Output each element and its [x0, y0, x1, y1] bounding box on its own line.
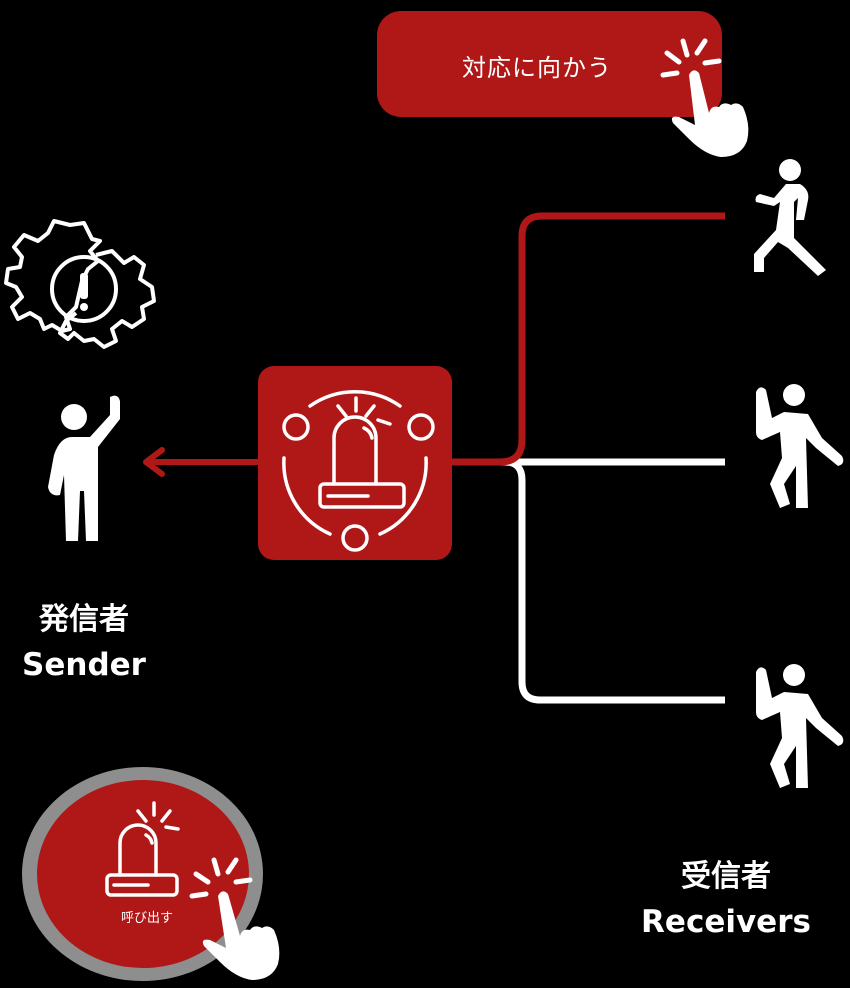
person-waving-icon	[48, 395, 120, 541]
siren-icon	[105, 801, 180, 897]
hand-tap-icon	[660, 38, 749, 157]
receivers-label-jp: 受信者	[681, 859, 771, 894]
siren-network-icon	[282, 389, 435, 552]
respond-button-label: 対応に向かう	[462, 54, 612, 82]
person-waving-icon	[756, 664, 844, 788]
sender-label-en: Sender	[22, 647, 146, 683]
sender-label: 発信者 Sender	[0, 598, 168, 688]
receivers-label-en: Receivers	[641, 904, 811, 940]
line-to-receiver-1	[452, 212, 725, 466]
respond-button[interactable]	[377, 11, 722, 117]
person-waving-icon	[756, 384, 844, 508]
line-to-receiver-3	[504, 458, 725, 704]
gear-warning-icon	[4, 219, 156, 349]
arrow-head-icon	[143, 447, 165, 477]
receivers-label: 受信者 Receivers	[626, 855, 826, 945]
person-walking-icon	[754, 159, 826, 276]
sender-label-jp: 発信者	[39, 602, 129, 637]
hand-tap-icon	[189, 857, 280, 980]
call-button-label: 呼び出す	[120, 911, 173, 926]
